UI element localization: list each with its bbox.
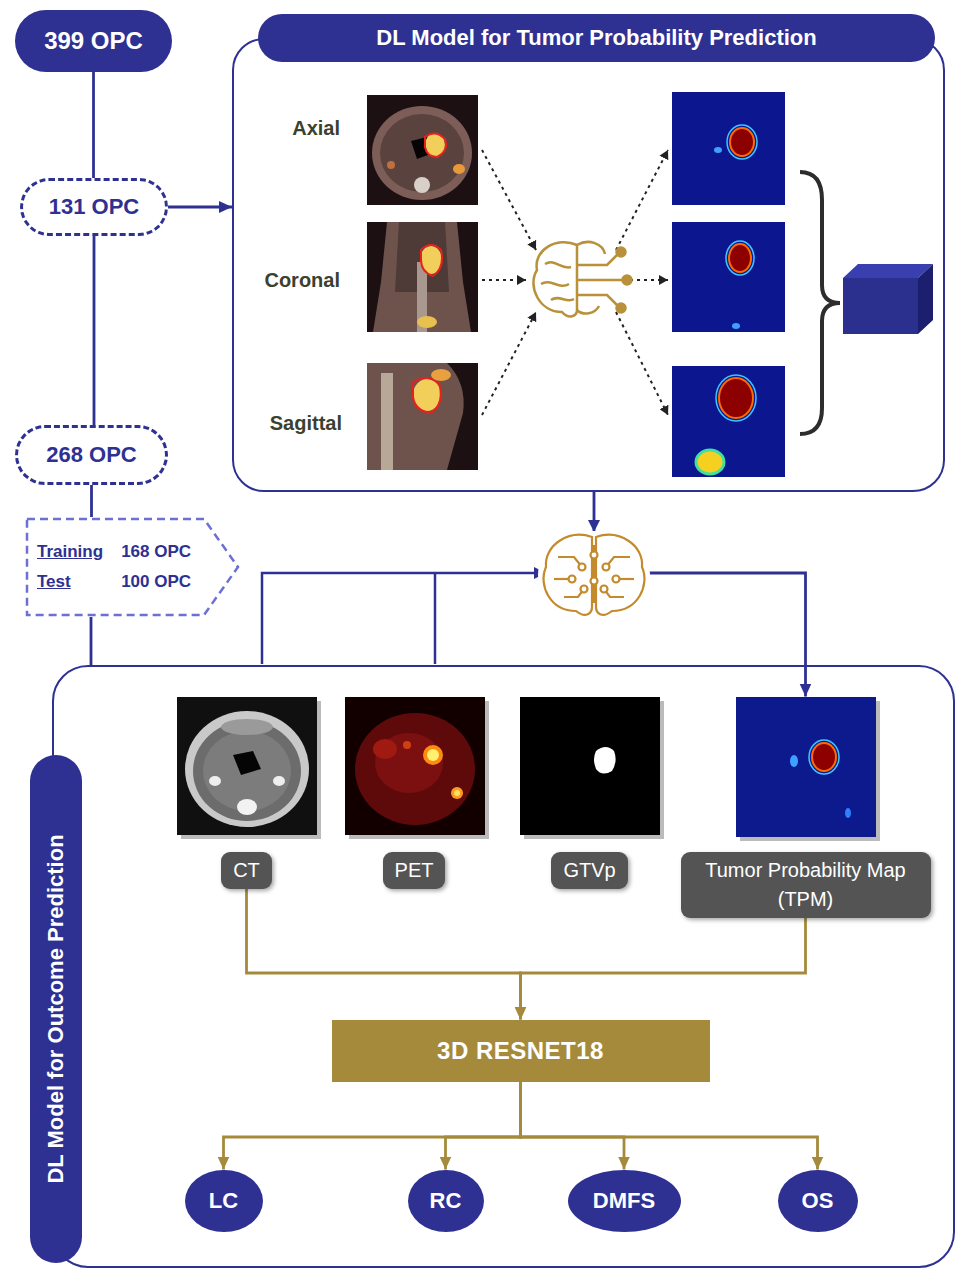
outcome-ellipse: OS	[778, 1170, 858, 1232]
connector	[247, 889, 521, 1020]
node-text: GTVp	[551, 852, 627, 889]
view-label: Axial	[292, 116, 340, 140]
brain-backdrop	[538, 531, 650, 619]
label-holder: PET	[337, 852, 492, 889]
arrow-head	[588, 520, 600, 532]
image-label-card: PET	[337, 697, 492, 889]
model-box: 3D RESNET18	[332, 1020, 710, 1082]
image-label-card: Tumor Probability Map (TPM)	[676, 697, 936, 918]
connector	[168, 206, 232, 209]
sagittal-petct-image	[367, 363, 478, 470]
node-text: Training	[37, 542, 103, 562]
ct-image	[177, 697, 321, 839]
outcome-ellipse: RC	[408, 1170, 484, 1232]
view-label: Coronal	[264, 268, 340, 292]
node-text: CT	[221, 852, 272, 889]
brain-icon	[544, 535, 645, 615]
node-text: Test	[37, 572, 103, 592]
image-slot	[337, 697, 492, 852]
cohort-pill-dashed: 131 OPC	[20, 178, 168, 236]
sagittal-probability-map	[672, 366, 785, 477]
connector	[92, 72, 95, 178]
node-text: DL Model for Tumor Probability Predictio…	[376, 25, 816, 51]
label-holder: CT	[170, 852, 324, 889]
node-text: 3D RESNET18	[437, 1037, 604, 1065]
panel-header-pill: DL Model for Outcome Prediction	[30, 755, 82, 1263]
node-text: OS	[802, 1188, 834, 1214]
dotted-arrows	[482, 150, 668, 415]
image-label-card: CT	[170, 697, 324, 889]
cohort-pill-dashed: 268 OPC	[15, 425, 168, 485]
volume-cube	[843, 264, 933, 334]
image-slot	[512, 697, 668, 852]
label-holder: Tumor Probability Map (TPM)	[676, 852, 936, 918]
brain-icon	[533, 242, 631, 317]
arrow-head	[534, 567, 546, 579]
label-holder: GTVp	[512, 852, 668, 889]
node-text: 268 OPC	[46, 442, 137, 468]
coronal-petct-image	[367, 222, 478, 332]
outcome-ellipse: DMFS	[568, 1170, 681, 1232]
node-text: LC	[209, 1188, 238, 1214]
pet-image	[345, 697, 489, 839]
gtv-mask-image	[520, 697, 664, 839]
input-lines	[262, 573, 534, 664]
split-grid: Training 168 OPC Test 100 OPC	[37, 517, 191, 617]
connector	[93, 236, 96, 425]
node-text: 168 OPC	[121, 542, 191, 562]
data-split-tag: Training 168 OPC Test 100 OPC	[25, 517, 240, 617]
coronal-probability-map	[672, 222, 785, 332]
cohort-pill: 399 OPC	[15, 10, 172, 72]
image-label-card: GTVp	[512, 697, 668, 889]
axial-probability-map	[672, 92, 785, 205]
node-text: 131 OPC	[49, 194, 140, 220]
connector	[521, 1082, 625, 1170]
module-panel: DL Model for Outcome PredictionCTPETGTVp…	[52, 665, 955, 1268]
panel-header-pill: DL Model for Tumor Probability Predictio…	[258, 14, 935, 62]
node-text: 100 OPC	[121, 572, 191, 592]
tpm-image	[736, 697, 880, 841]
node-text: Tumor Probability Map (TPM)	[681, 852, 931, 918]
image-slot	[170, 697, 324, 852]
node-text: 399 OPC	[44, 27, 143, 55]
connector	[90, 617, 93, 665]
view-label: Sagittal	[270, 411, 342, 435]
node-text: RC	[430, 1188, 462, 1214]
connector	[521, 918, 806, 1020]
node-text: PET	[383, 852, 446, 889]
connector	[521, 1082, 818, 1170]
connector	[90, 485, 93, 517]
node-text: DL Model for Outcome Prediction	[43, 834, 69, 1183]
curly-brace	[800, 172, 840, 434]
image-slot	[676, 697, 936, 852]
connector	[446, 1082, 521, 1170]
node-text: DMFS	[593, 1188, 655, 1214]
outcome-ellipse: LC	[185, 1170, 263, 1232]
axial-petct-image	[367, 95, 478, 205]
connector	[224, 1082, 521, 1170]
pentagon-outline	[25, 517, 240, 617]
